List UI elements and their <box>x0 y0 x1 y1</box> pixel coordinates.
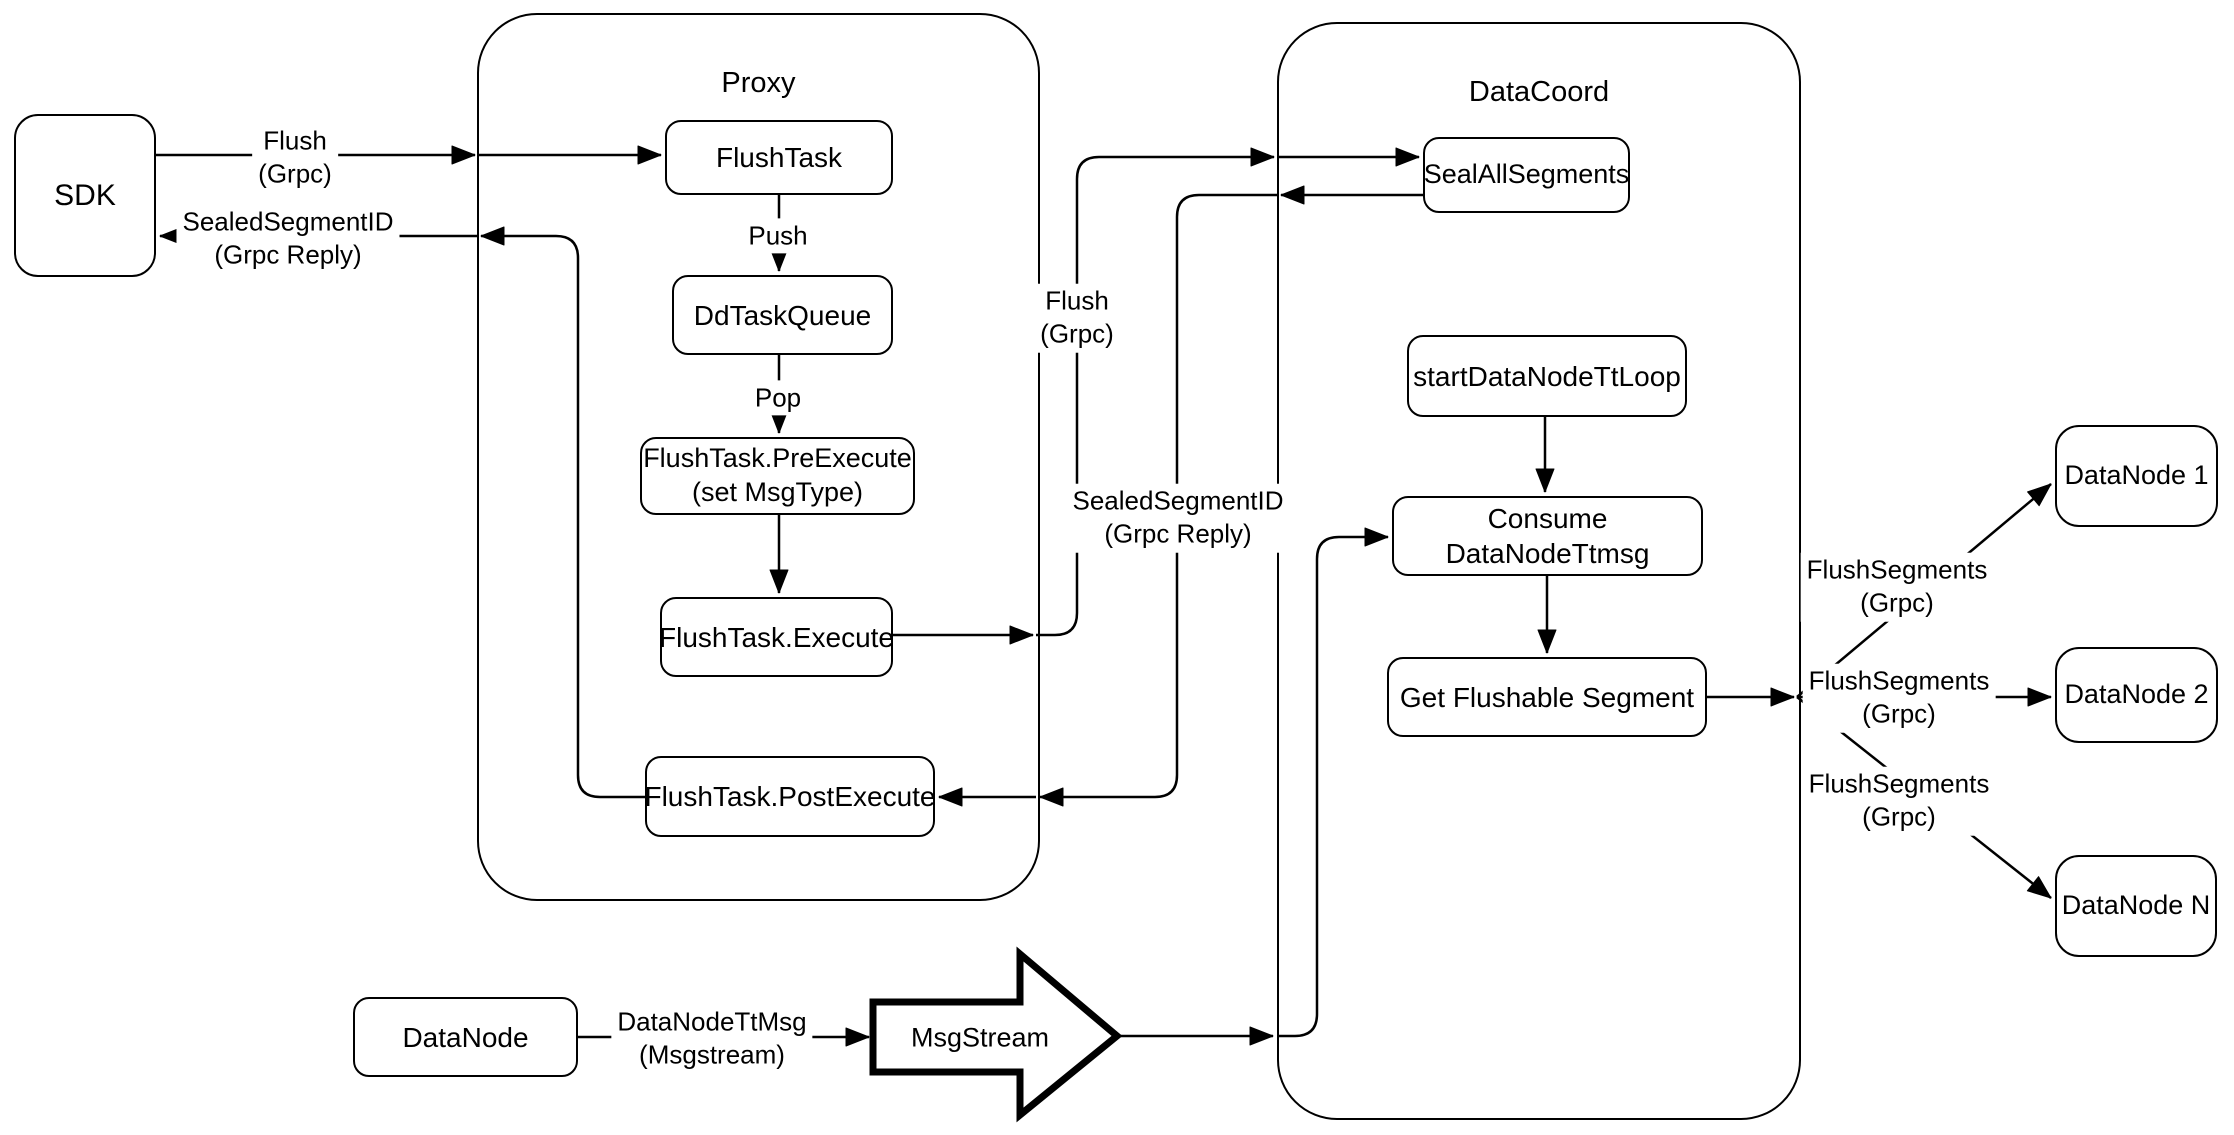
pre-execute-label-line2: (set MsgType) <box>691 477 864 507</box>
datanode-2-label: DataNode 2 <box>2064 679 2209 710</box>
edge-flush-grpc-riser-to-datacoord-border <box>1036 147 1275 637</box>
edge-label-pop: Pop <box>748 380 808 416</box>
datanode-1-node: DataNode 1 <box>2055 425 2218 527</box>
flush-task-post-execute-node: FlushTask.PostExecute <box>644 756 936 837</box>
edge-label-push: Push <box>742 218 814 254</box>
dd-task-queue-node: DdTaskQueue <box>672 275 893 355</box>
execute-label: FlushTask.Execute <box>659 621 894 653</box>
proxy-title: Proxy <box>721 67 796 99</box>
seal-all-segments-label: SealAllSegments <box>1423 159 1630 190</box>
edge-label-line: (Msgstream) <box>639 1040 785 1070</box>
edge-label-line: FlushSegments <box>1808 665 1990 696</box>
datanode-1-label: DataNode 1 <box>2064 460 2209 491</box>
flush-task-node: FlushTask <box>665 120 893 195</box>
edge-label-line: (Grpc) <box>258 159 332 189</box>
edge-label-flush-segments-2: FlushSegments (Grpc) <box>1802 663 1996 733</box>
edge-label-sealed-segment-id-mid: SealedSegmentID (Grpc Reply) <box>1066 483 1290 553</box>
consume-datanode-ttmsg-label: Consume DataNodeTtmsg <box>1445 503 1650 569</box>
edge-label-line: Flush <box>263 125 327 156</box>
edge-postexecute-to-proxy-border <box>480 226 645 799</box>
datanode-node: DataNode <box>353 997 578 1077</box>
edge-label-line: (Grpc) <box>1860 588 1934 618</box>
edge-label-line: (Grpc) <box>1862 802 1936 832</box>
start-datanode-tt-loop-node: startDataNodeTtLoop <box>1407 335 1687 417</box>
sdk-node: SDK <box>14 114 156 277</box>
edge-label-line: SealedSegmentID <box>182 206 394 237</box>
edge-label-sealed-segment-id-sdk: SealedSegmentID (Grpc Reply) <box>176 204 400 274</box>
flush-task-pre-execute-node: FlushTask.PreExecute (set MsgType) <box>640 437 915 515</box>
edge-label-line: Flush <box>1045 285 1109 316</box>
dd-task-queue-label: DdTaskQueue <box>693 299 872 331</box>
edge-label-datanode-tt-msg: DataNodeTtMsg (Msgstream) <box>611 1004 813 1074</box>
datanode-n-label: DataNode N <box>2061 890 2211 921</box>
edge-label-line: Push <box>748 220 808 251</box>
datanode-n-node: DataNode N <box>2055 855 2217 957</box>
post-execute-label: FlushTask.PostExecute <box>644 781 936 812</box>
datanode-label: DataNode <box>402 1021 529 1053</box>
proxy-container: Proxy <box>477 13 1040 901</box>
edge-label-flush-segments-3: FlushSegments (Grpc) <box>1802 766 1996 836</box>
edge-label-line: (Grpc Reply) <box>1104 519 1252 549</box>
start-datanode-tt-loop-label: startDataNodeTtLoop <box>1413 360 1681 392</box>
datanode-2-node: DataNode 2 <box>2055 647 2218 743</box>
edge-label-line: FlushSegments <box>1806 554 1988 585</box>
edge-label-line: FlushSegments <box>1808 768 1990 799</box>
datacoord-container: DataCoord <box>1277 22 1801 1120</box>
msgstream-arrow-shape <box>869 946 1123 1123</box>
flush-task-label: FlushTask <box>715 142 843 173</box>
sdk-label: SDK <box>54 178 116 212</box>
consume-datanode-ttmsg-node: Consume DataNodeTtmsg <box>1392 496 1703 576</box>
edge-label-flush-segments-1: FlushSegments (Grpc) <box>1800 552 1994 622</box>
edge-label-line: SealedSegmentID <box>1072 485 1284 516</box>
edge-label-line: Pop <box>754 382 802 413</box>
edge-label-line: (Grpc) <box>1862 699 1936 729</box>
edge-label-flush-grpc-mid: Flush (Grpc) <box>1034 283 1120 353</box>
edge-label-line: (Grpc Reply) <box>214 240 362 270</box>
pre-execute-label-line1: FlushTask.PreExecute <box>643 443 912 474</box>
flush-task-execute-node: FlushTask.Execute <box>659 597 894 677</box>
edge-label-flush-grpc-sdk: Flush (Grpc) <box>252 123 338 193</box>
edge-label-line: DataNodeTtMsg <box>617 1006 807 1037</box>
edge-msgstream-riser-to-consume <box>1277 527 1389 1038</box>
get-flushable-segment-label: Get Flushable Segment <box>1399 681 1695 713</box>
get-flushable-segment-node: Get Flushable Segment <box>1387 657 1707 737</box>
seal-all-segments-node: SealAllSegments <box>1423 137 1630 213</box>
datacoord-title: DataCoord <box>1468 76 1610 108</box>
msgstream-label: MsgStream <box>910 1022 1050 1053</box>
edge-label-line: (Grpc) <box>1040 319 1114 349</box>
